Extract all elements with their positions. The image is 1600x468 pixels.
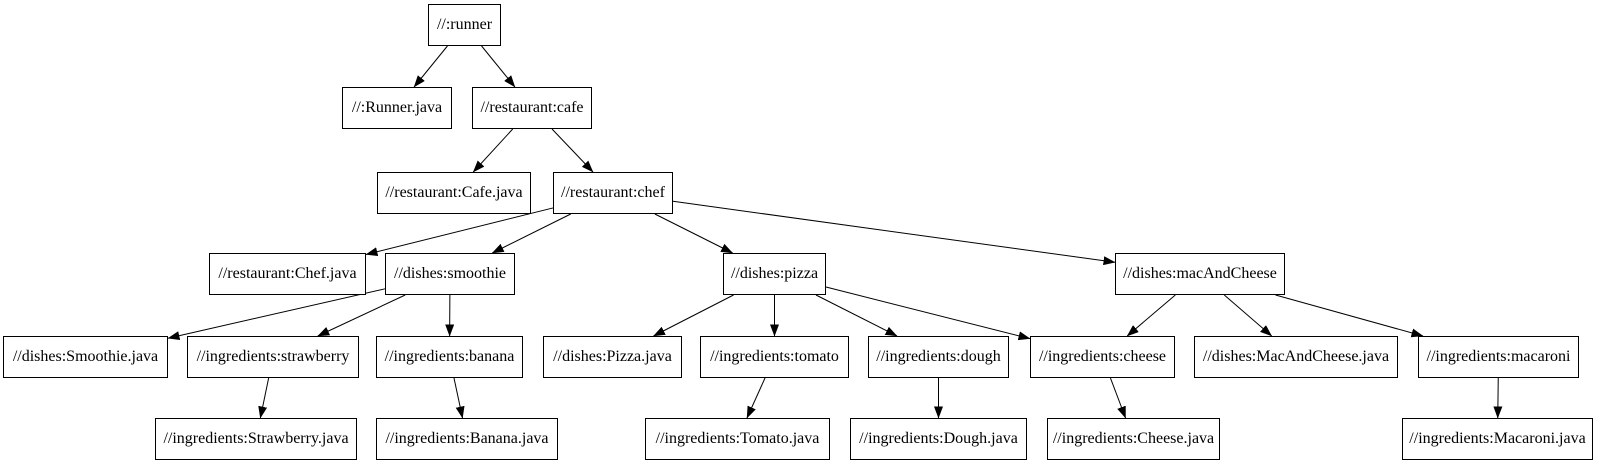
graph-node-strawberry-java: //ingredients:Strawberry.java bbox=[155, 418, 357, 460]
node-label: //dishes:MacAndCheese.java bbox=[1202, 348, 1390, 365]
node-label: //dishes:Smoothie.java bbox=[12, 348, 159, 365]
node-label: //ingredients:macaroni bbox=[1426, 348, 1571, 365]
graph-node-tomato: //ingredients:tomato bbox=[700, 336, 849, 378]
node-label: //dishes:Pizza.java bbox=[553, 348, 672, 365]
graph-node-tomato-java: //ingredients:Tomato.java bbox=[645, 418, 830, 460]
edge-pizza-to-cheese bbox=[825, 286, 1031, 341]
graph-node-smoothie-java: //dishes:Smoothie.java bbox=[3, 336, 168, 378]
node-label: //ingredients:Macaroni.java bbox=[1409, 430, 1586, 447]
node-label: //restaurant:cafe bbox=[480, 99, 584, 116]
edge-mac-and-cheese-to-mac-and-cheese-java bbox=[1223, 294, 1273, 337]
edge-strawberry-to-strawberry-java bbox=[258, 377, 270, 419]
node-label: //ingredients:banana bbox=[384, 348, 515, 365]
node-label: //ingredients:strawberry bbox=[196, 348, 350, 365]
edge-smoothie-to-smoothie-java bbox=[167, 288, 386, 341]
edge-pizza-to-pizza-java bbox=[653, 294, 734, 337]
node-label: //dishes:pizza bbox=[730, 265, 819, 282]
node-label: //restaurant:chef bbox=[561, 184, 665, 201]
node-label: //ingredients:Cheese.java bbox=[1052, 430, 1215, 447]
node-label: //dishes:macAndCheese bbox=[1123, 265, 1277, 282]
edge-mac-and-cheese-to-macaroni bbox=[1275, 294, 1424, 338]
graph-node-chef-java: //restaurant:Chef.java bbox=[209, 253, 366, 295]
node-label: //restaurant:Cafe.java bbox=[385, 184, 523, 201]
graph-node-cafe: //restaurant:cafe bbox=[472, 87, 592, 129]
graph-node-runner-java: //:Runner.java bbox=[342, 87, 452, 129]
node-label: //ingredients:dough bbox=[876, 348, 1001, 365]
graph-node-pizza: //dishes:pizza bbox=[723, 253, 826, 295]
node-label: //:runner bbox=[436, 16, 493, 33]
node-label: //ingredients:Dough.java bbox=[859, 430, 1018, 447]
edge-tomato-to-tomato-java bbox=[746, 377, 766, 419]
edge-cheese-to-cheese-java bbox=[1109, 377, 1127, 419]
node-label: //dishes:smoothie bbox=[394, 265, 506, 282]
edge-cafe-to-chef bbox=[551, 128, 594, 173]
graph-node-cheese-java: //ingredients:Cheese.java bbox=[1047, 418, 1220, 460]
edge-cafe-to-cafe-java bbox=[472, 128, 514, 173]
edge-chef-to-chef-java bbox=[365, 207, 554, 257]
edge-chef-to-smoothie bbox=[491, 213, 571, 254]
graph-node-mac-and-cheese-java: //dishes:MacAndCheese.java bbox=[1194, 336, 1398, 378]
edge-smoothie-to-strawberry bbox=[317, 294, 406, 337]
node-label: //ingredients:Strawberry.java bbox=[163, 430, 349, 447]
edge-pizza-to-dough bbox=[815, 294, 898, 337]
graph-node-dough-java: //ingredients:Dough.java bbox=[850, 418, 1027, 460]
edge-mac-and-cheese-to-cheese bbox=[1126, 294, 1176, 337]
graph-node-banana-java: //ingredients:Banana.java bbox=[376, 418, 558, 460]
graph-node-cafe-java: //restaurant:Cafe.java bbox=[377, 172, 531, 214]
graph-node-mac-and-cheese: //dishes:macAndCheese bbox=[1115, 253, 1285, 295]
edge-chef-to-pizza bbox=[654, 213, 734, 254]
graph-node-chef: //restaurant:chef bbox=[553, 172, 673, 214]
edge-runner-to-cafe bbox=[481, 45, 516, 88]
node-label: //:Runner.java bbox=[351, 99, 443, 116]
node-label: //restaurant:Chef.java bbox=[218, 265, 357, 282]
node-label: //ingredients:tomato bbox=[710, 348, 839, 365]
graph-node-smoothie: //dishes:smoothie bbox=[385, 253, 515, 295]
edge-chef-to-mac-and-cheese bbox=[672, 200, 1116, 266]
graph-node-dough: //ingredients:dough bbox=[868, 336, 1009, 378]
edge-runner-to-runner-java bbox=[413, 45, 448, 88]
node-label: //ingredients:Tomato.java bbox=[655, 430, 820, 447]
graph-node-runner: //:runner bbox=[428, 4, 501, 46]
node-label: //ingredients:cheese bbox=[1038, 348, 1167, 365]
graph-node-macaroni: //ingredients:macaroni bbox=[1418, 336, 1579, 378]
graph-node-strawberry: //ingredients:strawberry bbox=[187, 336, 359, 378]
edge-banana-to-banana-java bbox=[453, 377, 465, 419]
graph-node-cheese: //ingredients:cheese bbox=[1030, 336, 1175, 378]
graph-node-banana: //ingredients:banana bbox=[376, 336, 523, 378]
graph-node-macaroni-java: //ingredients:Macaroni.java bbox=[1402, 418, 1593, 460]
graph-node-pizza-java: //dishes:Pizza.java bbox=[543, 336, 682, 378]
node-label: //ingredients:Banana.java bbox=[385, 430, 549, 447]
